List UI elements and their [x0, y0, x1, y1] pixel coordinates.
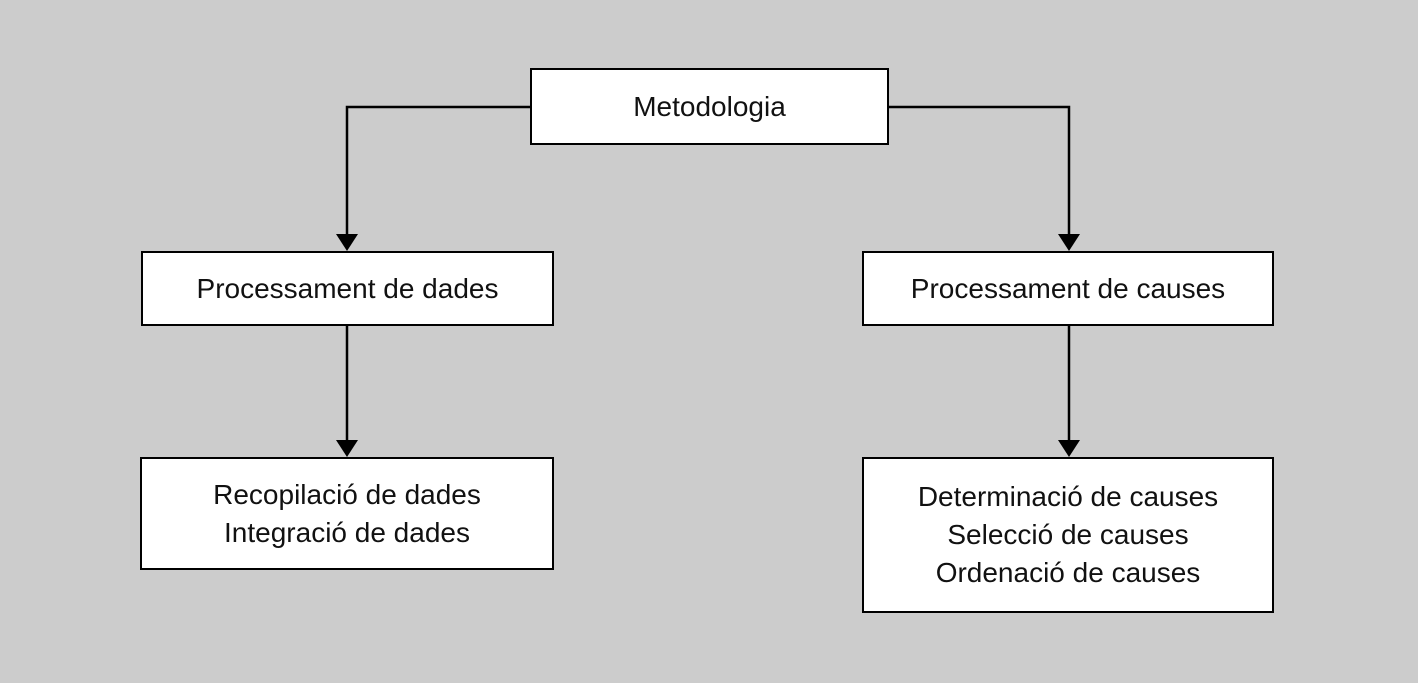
- arrow-root-to-right-branch: [889, 105, 1080, 251]
- node-processament-de-causes: Processament de causes: [862, 251, 1274, 326]
- arrow-root-to-left-branch: [336, 105, 530, 251]
- node-metodologia-label: Metodologia: [633, 90, 786, 122]
- node-processament-de-dades-label: Processament de dades: [196, 272, 499, 304]
- node-processament-de-causes-label: Processament de causes: [910, 272, 1226, 304]
- node-dades-steps-line-1: Recopilació de dades: [213, 478, 481, 510]
- arrow-right-branch-to-right-leaf: [1058, 326, 1080, 457]
- node-dades-steps-line-2: Integració de dades: [224, 516, 470, 548]
- arrow-left-branch-to-left-leaf: [336, 326, 358, 457]
- node-dades-steps: Recopilació de dades Integració de dades: [140, 457, 554, 570]
- node-causes-steps-line-2: Selecció de causes: [947, 519, 1189, 550]
- node-causes-steps: Determinació de causes Selecció de cause…: [862, 457, 1274, 613]
- node-processament-de-dades: Processament de dades: [141, 251, 554, 326]
- node-causes-steps-line-1: Determinació de causes: [917, 481, 1219, 512]
- node-causes-steps-line-3: Ordenació de causes: [935, 557, 1201, 588]
- node-metodologia: Metodologia: [530, 68, 889, 145]
